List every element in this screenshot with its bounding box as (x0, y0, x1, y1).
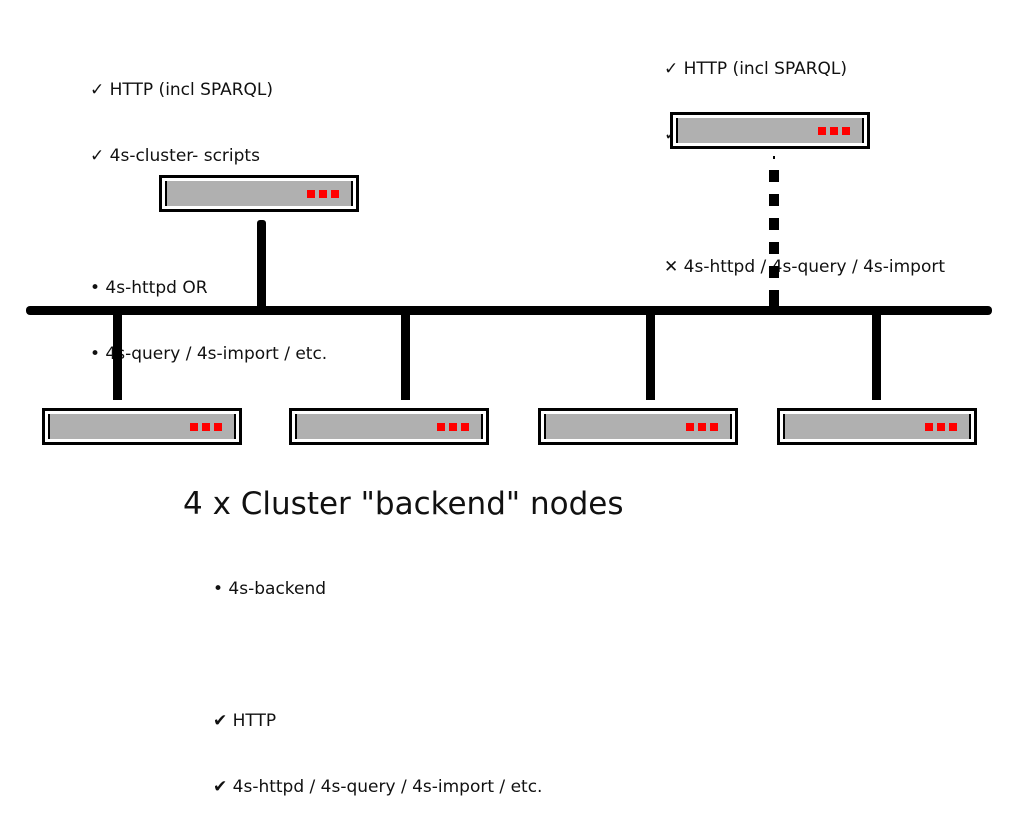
front-node-check-http: ✓ HTTP (incl SPARQL) (90, 80, 274, 100)
led-icon (842, 126, 850, 135)
server-face (48, 414, 236, 439)
led-icon (437, 422, 445, 431)
server-face (783, 414, 971, 439)
front-node-server (159, 175, 359, 212)
led-icon (331, 189, 339, 198)
remote-node-server (670, 112, 870, 149)
server-face (165, 181, 353, 206)
remote-node-dashed-connector (769, 156, 779, 306)
backend-node-server-2 (289, 408, 489, 445)
front-node-features: ✓ HTTP (incl SPARQL) ✓ 4s-cluster- scrip… (90, 35, 327, 387)
led-icon (925, 422, 933, 431)
led-icon (949, 422, 957, 431)
front-node-connector (257, 220, 266, 310)
led-icon (202, 422, 210, 431)
front-node-bullet-httpd: • 4s-httpd OR (90, 278, 208, 298)
led-icon (710, 422, 718, 431)
status-leds (437, 422, 469, 431)
led-icon (698, 422, 706, 431)
led-icon (818, 126, 826, 135)
remote-node-cross-httpd: ✕ 4s-httpd / 4s-query / 4s-import (664, 257, 946, 277)
led-icon (319, 189, 327, 198)
network-bus (26, 306, 992, 315)
remote-node-check-http: ✓ HTTP (incl SPARQL) (664, 59, 848, 79)
backend-node-server-1 (42, 408, 242, 445)
status-leds (818, 126, 850, 135)
led-icon (937, 422, 945, 431)
backend-node-server-4 (777, 408, 977, 445)
server-face (295, 414, 483, 439)
status-leds (307, 189, 339, 198)
front-node-check-scripts: ✓ 4s-cluster- scripts (90, 146, 260, 166)
status-leds (686, 422, 718, 431)
backend-title: 4 x Cluster "backend" nodes (183, 486, 624, 522)
remote-node-features: ✓ HTTP (incl SPARQL) ✓ 4s-cluster- scrip… (664, 14, 945, 300)
led-icon (461, 422, 469, 431)
backend-connector-1 (113, 310, 122, 400)
backend-connector-2 (401, 310, 410, 400)
backend-check-http: ✔ HTTP (213, 711, 277, 731)
led-icon (449, 422, 457, 431)
server-face (676, 118, 864, 143)
front-node-bullet-query: • 4s-query / 4s-import / etc. (90, 344, 328, 364)
led-icon (307, 189, 315, 198)
status-leds (190, 422, 222, 431)
led-icon (190, 422, 198, 431)
backend-bullet: • 4s-backend (213, 579, 327, 599)
backend-connector-3 (646, 310, 655, 400)
backend-connector-4 (872, 310, 881, 400)
backend-check-httpd: ✔ 4s-httpd / 4s-query / 4s-import / etc. (213, 777, 543, 797)
led-icon (830, 126, 838, 135)
status-leds (925, 422, 957, 431)
led-icon (686, 422, 694, 431)
led-icon (214, 422, 222, 431)
backend-features: • 4s-backend ✔ HTTP ✔ 4s-httpd / 4s-quer… (213, 534, 542, 820)
server-face (544, 414, 732, 439)
backend-node-server-3 (538, 408, 738, 445)
